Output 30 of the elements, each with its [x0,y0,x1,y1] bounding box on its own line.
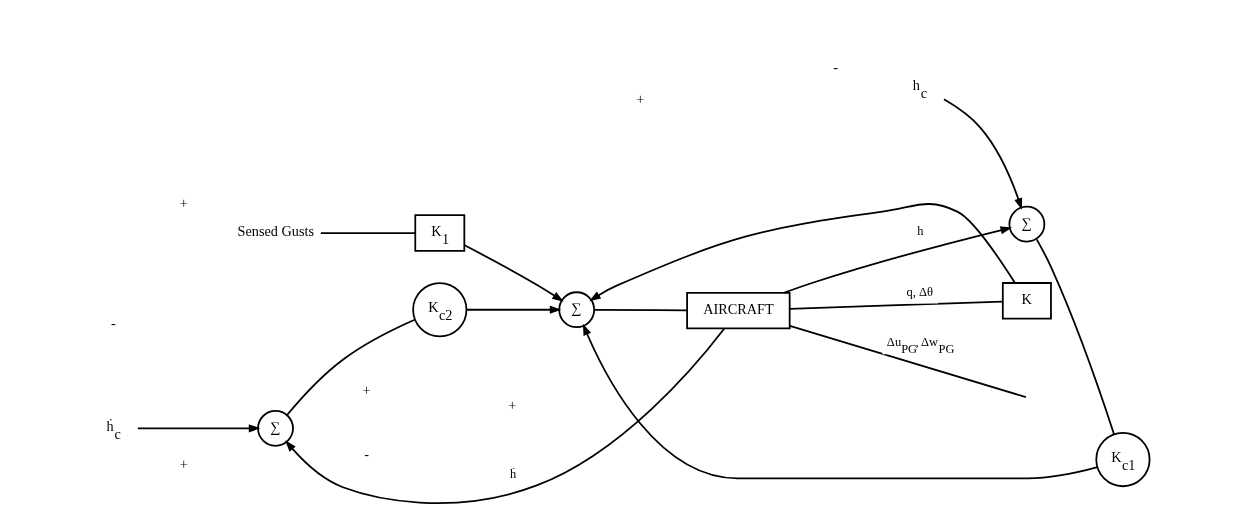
node-text: Sensed Gusts [237,223,314,240]
node-circle: ∑ [557,291,595,329]
label: + [635,91,644,108]
arrow [783,226,1012,294]
arrow [465,305,561,314]
node-circle: ∑ [1008,205,1045,243]
arrow [463,244,564,302]
node-box: K [1001,282,1052,320]
connector [285,318,416,416]
node-box: AIRCRAFT [685,291,791,330]
connector [319,232,416,234]
label: + [179,194,188,211]
edge-label: h [916,223,923,238]
label: - [363,445,369,462]
label: + [179,456,188,473]
edge-label: ḣ [509,467,516,482]
arrow [942,98,1022,210]
connector [788,300,1003,310]
label: - [110,315,116,332]
label: + [507,397,516,414]
label: - [832,59,838,76]
arrow [136,424,260,433]
arrow [582,323,1098,480]
connector [1035,238,1115,436]
connector [788,325,1027,398]
edge-label: q, Δθ [905,285,933,300]
node-circle: ∑ [256,410,294,447]
arrow [284,327,725,505]
connector [593,308,688,312]
label: + [361,382,371,399]
